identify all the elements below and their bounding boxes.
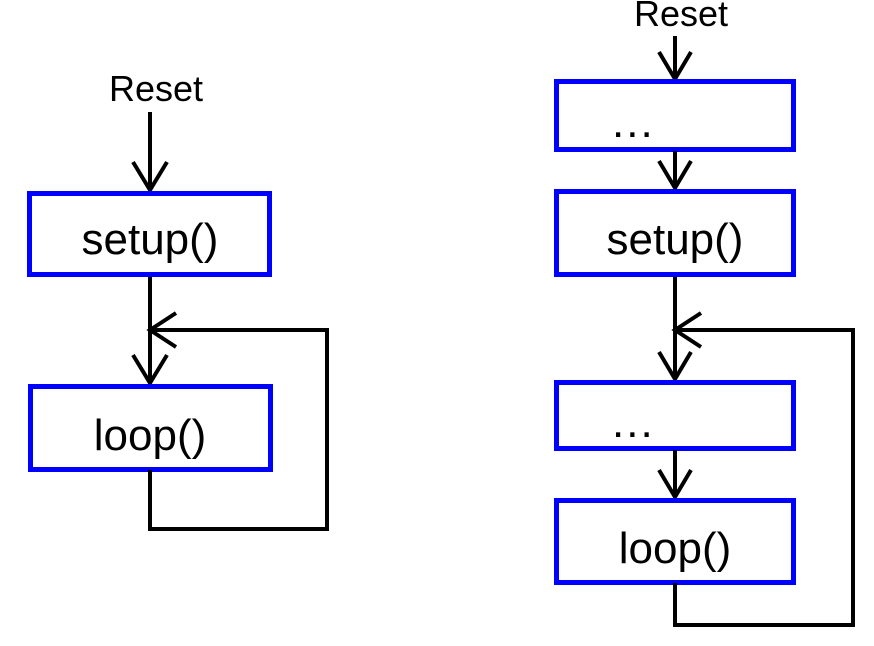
- node-pre-setup-right[interactable]: ...: [554, 79, 796, 152]
- node-setup-right[interactable]: setup(): [554, 189, 796, 277]
- edge-loop-feedback-left: [148, 328, 329, 531]
- diagram-detailed-flow: Reset ... setup(): [554, 0, 855, 627]
- entry-label-reset-left: Reset: [109, 68, 203, 109]
- edge-preloop-to-loop-right: [657, 450, 693, 501]
- node-setup-left[interactable]: setup(): [27, 191, 272, 277]
- edge-reset-to-setup-left: [131, 112, 169, 194]
- node-setup-right-label: setup(): [607, 215, 744, 264]
- edge-presetup-to-setup-right: [657, 151, 693, 192]
- edge-reset-to-presetup-right: [657, 36, 693, 83]
- node-pre-loop-right[interactable]: ...: [554, 380, 796, 451]
- node-loop-right[interactable]: loop(): [554, 498, 796, 585]
- edge-loop-feedback-right: [673, 328, 855, 627]
- node-pre-loop-right-label: ...: [612, 398, 655, 447]
- entry-label-reset-right: Reset: [634, 0, 728, 34]
- node-loop-left-label: loop(): [94, 411, 207, 460]
- diagram-simple-flow: Reset setup() loop: [27, 68, 329, 531]
- node-loop-right-label: loop(): [619, 524, 732, 573]
- node-pre-setup-right-label: ...: [612, 98, 655, 147]
- node-loop-left[interactable]: loop(): [28, 384, 273, 472]
- node-setup-left-label: setup(): [82, 215, 219, 264]
